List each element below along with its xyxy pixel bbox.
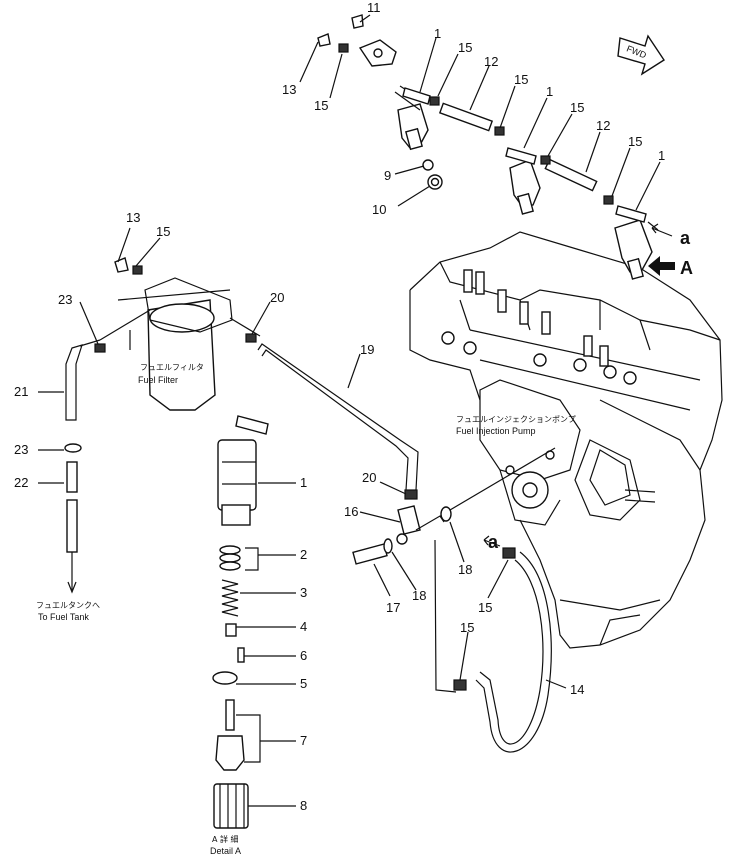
fwd-arrow-icon: FWD <box>617 34 665 76</box>
label-15: 15 <box>570 100 584 115</box>
label-12: 12 <box>484 54 498 69</box>
label-8: 8 <box>300 798 307 813</box>
leader-lines <box>38 14 661 807</box>
injector-top-2 <box>505 147 541 215</box>
fuel-tank-caption-jp: フュエルタンクへ <box>36 601 100 610</box>
detail-caption: Detail A <box>210 846 241 856</box>
engine-block <box>409 231 723 649</box>
fuel-filter-caption: Fuel Filter <box>138 375 178 385</box>
label-1: 1 <box>300 475 307 490</box>
label-13: 13 <box>282 82 296 97</box>
callout-a-lower: a <box>488 532 499 552</box>
hose-21 <box>65 344 83 421</box>
label-21: 21 <box>14 384 28 399</box>
injection-pump-caption-jp: フュエルインジェクションポンプ <box>456 415 576 424</box>
label-4: 4 <box>300 619 307 634</box>
label-12: 12 <box>596 118 610 133</box>
label-14: 14 <box>570 682 584 697</box>
label-15: 15 <box>458 40 472 55</box>
label-5: 5 <box>300 676 307 691</box>
label-20: 20 <box>270 290 284 305</box>
label-18: 18 <box>412 588 426 603</box>
injection-pump <box>479 379 581 526</box>
callout-a: a <box>680 228 691 248</box>
callout-view-a: A <box>680 258 693 278</box>
view-arrows <box>483 223 675 547</box>
label-15: 15 <box>314 98 328 113</box>
captions: フュエルフィルタ Fuel Filter フュエルインジェクションポンプ Fue… <box>36 363 576 856</box>
detail-caption-jp: A 詳 細 <box>212 834 239 844</box>
injection-pump-caption: Fuel Injection Pump <box>456 426 536 436</box>
label-23: 23 <box>58 292 72 307</box>
label-22: 22 <box>14 475 28 490</box>
label-2: 2 <box>300 547 307 562</box>
label-7: 7 <box>300 733 307 748</box>
part-numbers: 11 1 15 12 15 1 15 12 15 1 13 15 9 10 a … <box>14 0 693 813</box>
clamp-23 <box>64 443 82 453</box>
label-19: 19 <box>360 342 374 357</box>
label-1: 1 <box>658 148 665 163</box>
label-6: 6 <box>300 648 307 663</box>
injector-top-1 <box>394 85 431 151</box>
exploded-injector <box>212 415 269 829</box>
label-11: 11 <box>367 0 381 15</box>
hose-19 <box>257 343 419 491</box>
engine-bosses <box>441 269 637 385</box>
fuel-filter-caption-jp: フュエルフィルタ <box>140 363 204 372</box>
label-15: 15 <box>514 72 528 87</box>
label-1: 1 <box>546 84 553 99</box>
label-20: 20 <box>362 470 376 485</box>
label-15: 15 <box>460 620 474 635</box>
label-23: 23 <box>14 442 28 457</box>
label-16: 16 <box>344 504 358 519</box>
label-15: 15 <box>156 224 170 239</box>
tube-to-tank <box>66 499 78 553</box>
label-9: 9 <box>384 168 391 183</box>
label-3: 3 <box>300 585 307 600</box>
injector-top-3 <box>614 205 653 280</box>
label-10: 10 <box>372 202 386 217</box>
label-1: 1 <box>434 26 441 41</box>
tube-22 <box>66 461 78 493</box>
label-18: 18 <box>458 562 472 577</box>
fuel-filter <box>94 257 261 411</box>
label-15: 15 <box>478 600 492 615</box>
lower-fittings <box>352 447 556 753</box>
return-tube-1 <box>438 102 494 132</box>
fuel-tank-caption: To Fuel Tank <box>38 612 89 622</box>
top-clips <box>317 14 614 205</box>
label-15: 15 <box>628 134 642 149</box>
label-17: 17 <box>386 600 400 615</box>
label-13: 13 <box>126 210 140 225</box>
